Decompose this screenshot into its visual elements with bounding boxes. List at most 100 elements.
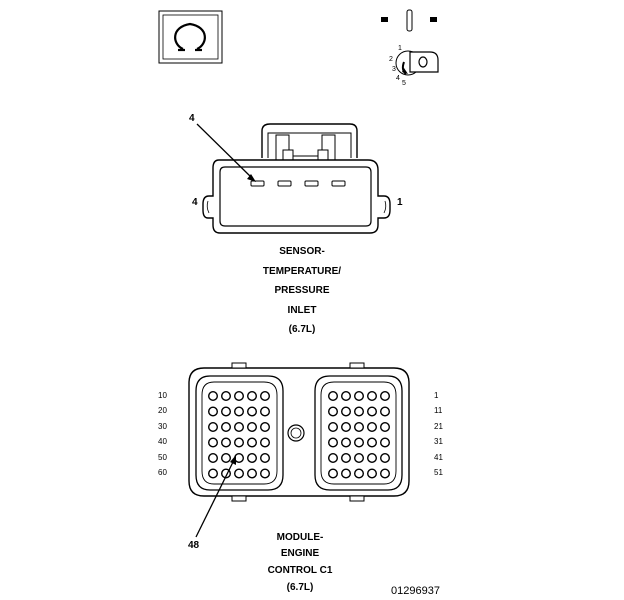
ecm-pin-cavity-left — [246, 453, 257, 464]
key-position-4: 4 — [396, 75, 400, 82]
ecm-right-row-label: 21 — [434, 422, 443, 431]
ecm-pin-cavity-left — [207, 468, 218, 479]
ecm-left-row-label: 60 — [158, 468, 167, 477]
sensor-title-line-2: TEMPERATURE/ — [263, 266, 341, 277]
ecm-pin-cavity-left — [260, 391, 271, 402]
ecm-title-line-2: ENGINE — [281, 548, 320, 559]
ecm-left-row-labels: 10 20 30 40 50 60 — [158, 391, 167, 477]
ecm-connector-title: MODULE- ENGINE CONTROL C1 (6.7L) — [268, 532, 333, 593]
ecm-pin-cavity-left — [246, 422, 257, 433]
sensor-right-pin-label: 1 — [397, 197, 403, 208]
ecm-title-line-3: CONTROL C1 — [268, 565, 333, 576]
ecm-pin-cavity-left — [260, 422, 271, 433]
ecm-pin-cavity-right — [380, 437, 391, 448]
key-position-1: 1 — [398, 45, 402, 52]
ignition-key-icon: 1 2 3 4 5 — [381, 9, 439, 87]
key-position-2: 2 — [389, 56, 393, 63]
ecm-pin-cavity-right — [341, 468, 352, 479]
ecm-pin-cavity-right — [367, 422, 378, 433]
figure-id: 01296937 — [391, 585, 440, 597]
ecm-right-row-label: 41 — [434, 453, 443, 462]
ecm-pin-cavity-left — [207, 391, 218, 402]
sensor-title-line-5: (6.7L) — [289, 324, 316, 335]
ecm-right-row-label: 1 — [434, 391, 439, 400]
sensor-pin-cavities — [250, 180, 346, 187]
ecm-pin-cavity-left — [220, 391, 231, 402]
ecm-pin-cavity-left — [246, 437, 257, 448]
ecm-pin-cavity-right — [367, 391, 378, 402]
ecm-pin-cavity-right — [354, 468, 365, 479]
ecm-pin-cavity-right — [328, 468, 339, 479]
ecm-left-row-label: 50 — [158, 453, 167, 462]
ecm-title-line-4: (6.7L) — [287, 582, 314, 593]
ecm-pin-cavity-left — [207, 437, 218, 448]
ecm-pin-cavity-right — [354, 406, 365, 417]
ecm-title-line-1: MODULE- — [277, 532, 324, 543]
ecm-left-row-label: 40 — [158, 437, 167, 446]
ecm-pin-cavity-left — [233, 468, 244, 479]
ecm-pin-cavity-right — [367, 468, 378, 479]
ecm-pin-cavities — [207, 391, 391, 479]
ecm-pin-cavity-left — [260, 437, 271, 448]
ecm-pin-cavity-right — [380, 391, 391, 402]
ecm-pin-cavity-right — [380, 453, 391, 464]
ecm-pin-cavity-right — [367, 437, 378, 448]
ecm-pin-cavity-left — [220, 453, 231, 464]
ecm-right-row-label: 31 — [434, 437, 443, 446]
ecm-pin-cavity-right — [354, 453, 365, 464]
ecm-right-row-label: 51 — [434, 468, 443, 477]
ecm-left-row-label: 10 — [158, 391, 167, 400]
ecm-pin-cavity-left — [246, 391, 257, 402]
ecm-pin-cavity-left — [207, 453, 218, 464]
ecm-pin-cavity-right — [380, 422, 391, 433]
ecm-left-row-label: 20 — [158, 406, 167, 415]
sensor-pin-1 — [331, 180, 346, 187]
ecm-pin-cavity-right — [354, 422, 365, 433]
ecm-pin-cavity-right — [354, 437, 365, 448]
ecm-left-row-label: 30 — [158, 422, 167, 431]
ecm-pin-cavity-right — [328, 437, 339, 448]
ecm-pin-cavity-left — [233, 391, 244, 402]
key-position-5: 5 — [402, 80, 406, 87]
sensor-connector-title: SENSOR- TEMPERATURE/ PRESSURE INLET (6.7… — [263, 246, 341, 335]
sensor-title-line-1: SENSOR- — [279, 246, 325, 257]
ecm-pin-cavity-left — [246, 406, 257, 417]
ecm-pin-cavity-left — [233, 437, 244, 448]
ecm-pin-cavity-left — [233, 406, 244, 417]
ecm-connector: 48 — [188, 362, 410, 551]
ecm-pin-cavity-right — [341, 437, 352, 448]
sensor-pin-3 — [277, 180, 292, 187]
sensor-connector: 4 4 1 — [189, 113, 403, 234]
ecm-pin-cavity-right — [341, 406, 352, 417]
ecm-pin-cavity-left — [246, 468, 257, 479]
ohm-icon — [158, 10, 223, 64]
ecm-pin-cavity-left — [220, 437, 231, 448]
ecm-right-row-label: 11 — [434, 406, 443, 415]
ecm-pin-cavity-right — [367, 453, 378, 464]
sensor-title-line-4: INLET — [288, 305, 317, 316]
ecm-pin-cavity-right — [328, 406, 339, 417]
ecm-pin-cavity-left — [207, 406, 218, 417]
ecm-pin-cavity-right — [354, 391, 365, 402]
sensor-title-line-3: PRESSURE — [274, 285, 329, 296]
ecm-pin-cavity-left — [220, 422, 231, 433]
ecm-pin-cavity-right — [328, 391, 339, 402]
ecm-pin-cavity-right — [380, 468, 391, 479]
ecm-pin-cavity-left — [220, 406, 231, 417]
ecm-pin-cavity-left — [233, 422, 244, 433]
ecm-pin-cavity-left — [260, 453, 271, 464]
ecm-pin-cavity-right — [341, 391, 352, 402]
ecm-guide-hole — [287, 424, 305, 442]
sensor-callout-label: 4 — [189, 113, 195, 124]
ecm-pin-cavity-right — [328, 422, 339, 433]
sensor-pin-4 — [250, 180, 265, 187]
ecm-pin-cavity-left — [260, 406, 271, 417]
ecm-callout-label: 48 — [188, 540, 200, 551]
key-position-3: 3 — [392, 66, 396, 73]
sensor-left-pin-label: 4 — [192, 197, 198, 208]
ecm-pin-cavity-right — [328, 453, 339, 464]
ecm-pin-cavity-left — [207, 422, 218, 433]
sensor-pin-2 — [304, 180, 319, 187]
ecm-pin-cavity-left — [260, 468, 271, 479]
